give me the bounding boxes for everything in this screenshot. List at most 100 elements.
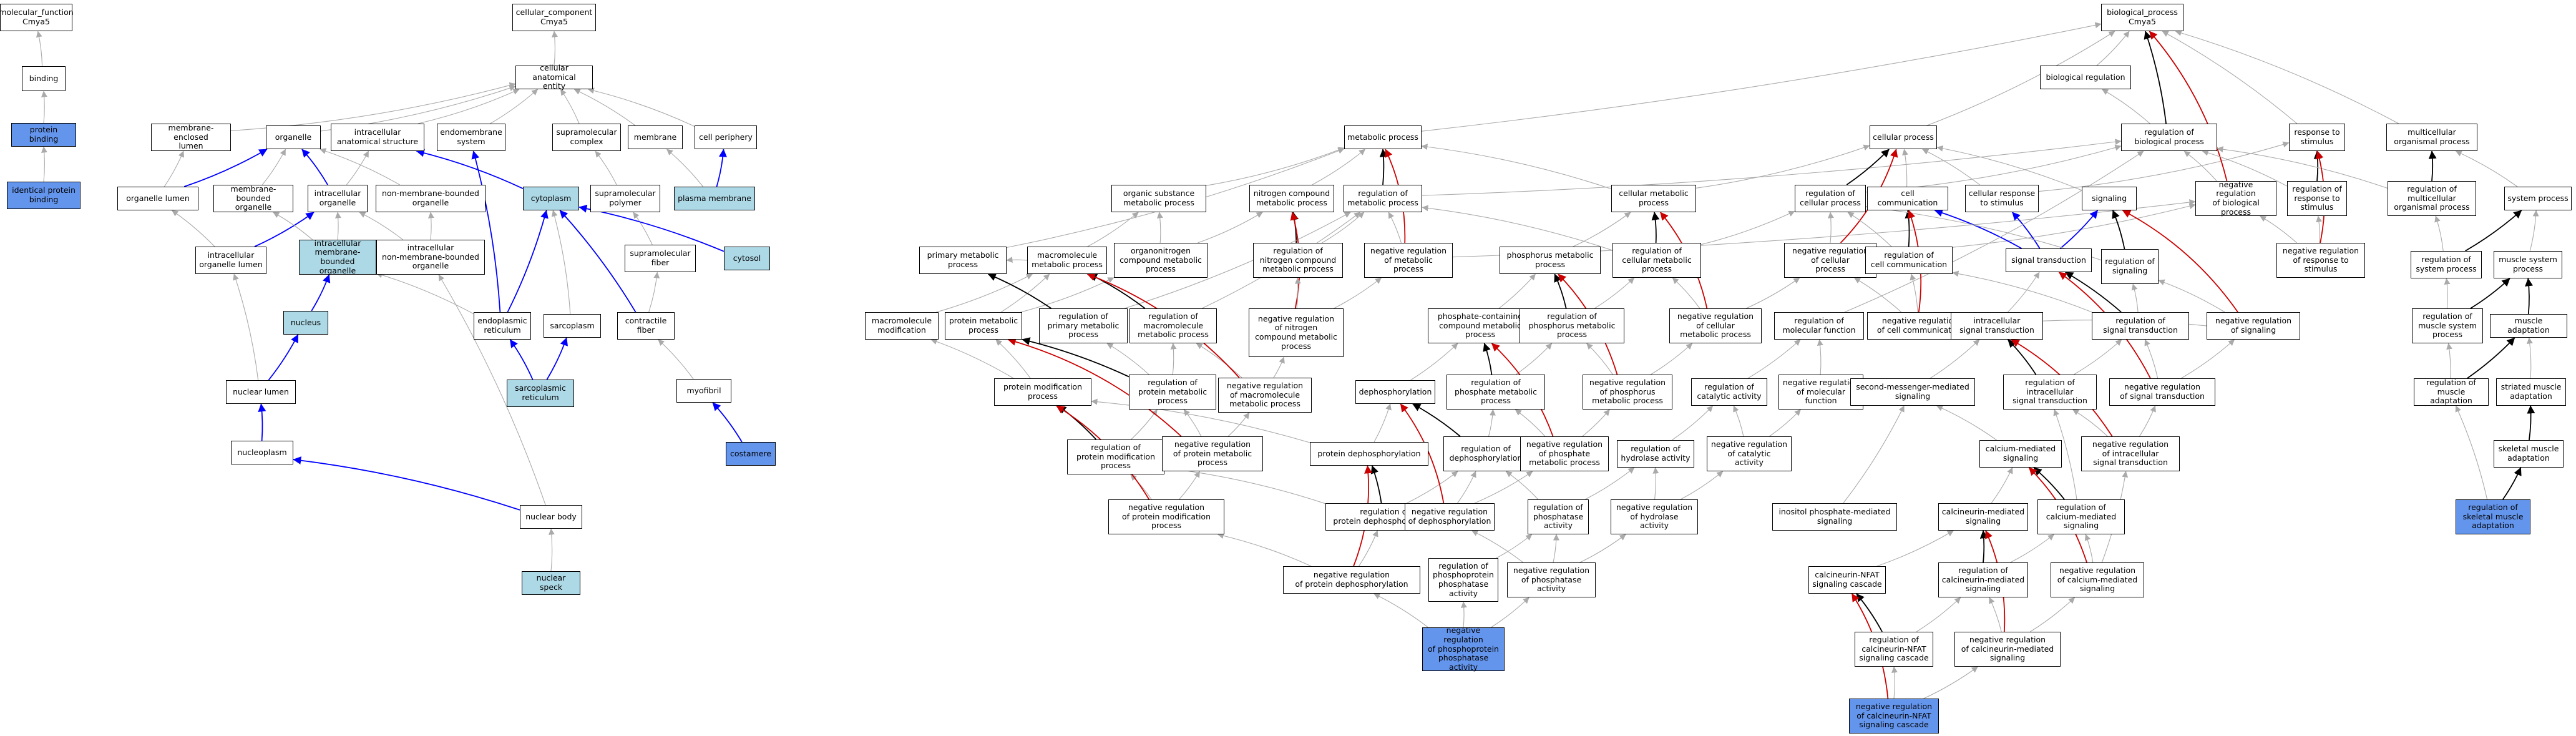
- term-node-negreghydro[interactable]: negative regulation of hydrolase activit…: [1611, 499, 1698, 534]
- term-node-negregsigtrans[interactable]: negative regulation of signal transducti…: [2109, 378, 2215, 406]
- term-node-negregphosmetab[interactable]: negative regulation of phosphorus metabo…: [1583, 375, 1672, 410]
- term-node-nucbody[interactable]: nuclear body: [520, 505, 582, 529]
- term-node-plasmamem[interactable]: plasma membrane: [674, 187, 755, 210]
- term-node-muscadapt[interactable]: muscle adaptation: [2490, 314, 2567, 338]
- term-node-nucleoplasm[interactable]: nucleoplasm: [231, 441, 293, 464]
- term-node-regmetab[interactable]: regulation of metabolic process: [1344, 185, 1422, 212]
- term-node-musclesys[interactable]: muscle system process: [2494, 251, 2562, 278]
- term-node-membencl[interactable]: membrane-enclosed lumen: [151, 123, 231, 151]
- term-node-bioreg[interactable]: biological regulation: [2040, 66, 2131, 89]
- term-node-negregresp[interactable]: negative regulation of response to stimu…: [2276, 243, 2365, 278]
- term-node-nuclumen[interactable]: nuclear lumen: [226, 380, 296, 404]
- term-node-calcinmed[interactable]: calcineurin-mediated signaling: [1938, 503, 2028, 531]
- term-node-macromol[interactable]: macromolecule metabolic process: [1027, 247, 1107, 274]
- term-node-nitro[interactable]: nitrogen compound metabolic process: [1249, 185, 1334, 212]
- term-node-intsigtrans[interactable]: intracellular signal transduction: [1951, 312, 2043, 340]
- term-node-orgsub[interactable]: organic substance metabolic process: [1111, 185, 1206, 212]
- term-node-sarcoplasm[interactable]: sarcoplasm: [544, 314, 601, 338]
- term-node-regmuscadapt[interactable]: regulation of muscle adaptation: [2414, 378, 2489, 406]
- term-node-regsig[interactable]: regulation of signaling: [2101, 249, 2159, 284]
- term-node-cellresp[interactable]: cellular response to stimulus: [1965, 185, 2039, 212]
- term-node-striated[interactable]: striated muscle adaptation: [2496, 378, 2566, 406]
- term-node-dephos[interactable]: dephosphorylation: [1355, 380, 1435, 404]
- term-node-nucspeck[interactable]: nuclear speck: [522, 571, 580, 595]
- term-node-bp[interactable]: biological_process Cmya5: [2101, 4, 2183, 31]
- term-node-primmetab[interactable]: primary metabolic process: [919, 247, 1007, 274]
- term-node-regcell[interactable]: regulation of cellular process: [1795, 185, 1866, 212]
- term-node-costamere[interactable]: costamere: [726, 442, 776, 466]
- term-node-regcalcnfat[interactable]: regulation of calcineurin-NFAT signaling…: [1855, 632, 1933, 667]
- term-node-regcalcinmed[interactable]: regulation of calcineurin-mediated signa…: [1938, 562, 2028, 597]
- term-node-metab[interactable]: metabolic process: [1344, 125, 1422, 149]
- term-node-calcmed[interactable]: calcium-mediated signaling: [1979, 440, 2062, 468]
- term-node-sigtrans[interactable]: signal transduction: [2006, 248, 2092, 272]
- term-node-negregprotmetab[interactable]: negative regulation of protein metabolic…: [1162, 436, 1263, 471]
- term-node-orglumen[interactable]: organelle lumen: [117, 187, 198, 210]
- term-node-cc[interactable]: cellular_component Cmya5: [512, 4, 596, 31]
- term-node-regcatal[interactable]: regulation of catalytic activity: [1691, 378, 1767, 406]
- term-node-regresp[interactable]: regulation of response to stimulus: [2287, 181, 2347, 216]
- term-node-intnonmemb[interactable]: intracellular non-membrane-bounded organ…: [376, 240, 485, 275]
- term-node-regprim[interactable]: regulation of primary metabolic process: [1039, 308, 1128, 343]
- term-node-negregmolfunc[interactable]: negative regulation of molecular functio…: [1778, 375, 1863, 410]
- term-node-negregdephos[interactable]: negative regulation of dephosphorylation: [1405, 503, 1495, 531]
- term-node-protmod[interactable]: protein modification process: [994, 378, 1091, 406]
- term-node-membrane[interactable]: membrane: [628, 125, 683, 149]
- term-node-resp[interactable]: response to stimulus: [2289, 124, 2345, 151]
- term-node-negregprotdephos[interactable]: negative regulation of protein dephospho…: [1283, 566, 1420, 594]
- term-node-binding[interactable]: binding: [22, 66, 66, 91]
- term-node-regcalcmed[interactable]: regulation of calcium-mediated signaling: [2037, 499, 2125, 534]
- term-node-negregcellmetab[interactable]: negative regulation of cellular metaboli…: [1669, 308, 1762, 343]
- term-node-negregprotmod[interactable]: negative regulation of protein modificat…: [1108, 499, 1224, 534]
- term-node-membbound[interactable]: membrane-bounded organelle: [213, 184, 293, 212]
- term-node-negregcell[interactable]: negative regulation of cellular process: [1784, 243, 1876, 278]
- term-node-regmacro[interactable]: regulation of macromolecule metabolic pr…: [1129, 308, 1217, 343]
- term-node-sysproc[interactable]: system process: [2504, 187, 2572, 210]
- term-node-cytoplasm[interactable]: cytoplasm: [523, 187, 579, 210]
- term-node-macromod[interactable]: macromolecule modification: [865, 312, 939, 340]
- term-node-secmess[interactable]: second-messenger-mediated signaling: [1850, 378, 1975, 406]
- term-node-mf[interactable]: molecular_function Cmya5: [0, 4, 74, 31]
- term-node-regphosprotphos[interactable]: regulation of phosphoprotein phosphatase…: [1428, 558, 1498, 602]
- term-node-regphosphatase[interactable]: regulation of phosphatase activity: [1528, 499, 1589, 534]
- term-node-cellproc[interactable]: cellular process: [1870, 125, 1937, 149]
- term-node-er[interactable]: endoplasmic reticulum: [474, 312, 531, 340]
- term-node-regcellcomm[interactable]: regulation of cell communication: [1865, 247, 1953, 274]
- term-node-identprot[interactable]: identical protein binding: [7, 182, 80, 209]
- term-node-regprotmetab[interactable]: regulation of protein metabolic process: [1129, 375, 1216, 410]
- term-node-regsys[interactable]: regulation of system process: [2411, 251, 2482, 278]
- term-node-protmetab[interactable]: protein metabolic process: [945, 312, 1022, 340]
- term-node-intorg[interactable]: intracellular organelle: [308, 185, 368, 212]
- term-node-skeletal[interactable]: skeletal muscle adaptation: [2494, 440, 2564, 468]
- term-node-phoscont[interactable]: phosphate-containing compound metabolic …: [1428, 308, 1533, 343]
- term-node-regphosphate[interactable]: regulation of phosphate metabolic proces…: [1447, 375, 1545, 410]
- term-node-negregnitro[interactable]: negative regulation of nitrogen compound…: [1249, 308, 1344, 357]
- term-node-intorglumen[interactable]: intracellular organelle lumen: [195, 247, 266, 274]
- term-node-negregcalcinmed[interactable]: negative regulation of calcineurin-media…: [1954, 632, 2061, 667]
- term-node-negregphosphatase[interactable]: negative regulation of phosphatase activ…: [1507, 562, 1596, 597]
- term-node-cellperiph[interactable]: cell periphery: [695, 125, 757, 149]
- term-node-regsigtrans[interactable]: regulation of signal transduction: [2092, 312, 2189, 340]
- term-node-negregcalcnfat[interactable]: negative regulation of calcineurin-NFAT …: [1849, 699, 1939, 734]
- term-node-cellmetab[interactable]: cellular metabolic process: [1611, 185, 1696, 212]
- term-node-regnitro[interactable]: regulation of nitrogen compound metaboli…: [1253, 243, 1343, 278]
- term-node-reghydro[interactable]: regulation of hydrolase activity: [1617, 440, 1694, 468]
- term-node-intanat[interactable]: intracellular anatomical structure: [331, 124, 424, 151]
- term-node-negregintsig[interactable]: negative regulation of intracellular sig…: [2081, 436, 2180, 471]
- term-node-regphosmetab[interactable]: regulation of phosphorus metabolic proce…: [1520, 308, 1624, 343]
- term-node-regmolfunc[interactable]: regulation of molecular function: [1774, 312, 1864, 340]
- term-node-regbio[interactable]: regulation of biological process: [2121, 124, 2217, 151]
- term-node-suprafiber[interactable]: supramolecular fiber: [625, 245, 696, 272]
- term-node-negregmetab[interactable]: negative regulation of metabolic process: [1364, 243, 1453, 278]
- term-node-phosmetab[interactable]: phosphorus metabolic process: [1500, 247, 1601, 274]
- term-node-organonitro[interactable]: organonitrogen compound metabolic proces…: [1114, 243, 1208, 278]
- term-node-multi[interactable]: multicellular organismal process: [2386, 124, 2477, 151]
- term-node-suprapoly[interactable]: supramolecular polymer: [590, 185, 660, 212]
- term-node-myofibril[interactable]: myofibril: [676, 379, 731, 403]
- term-node-negregmacro[interactable]: negative regulation of macromolecule met…: [1218, 378, 1312, 413]
- term-node-supracomp[interactable]: supramolecular complex: [552, 124, 621, 151]
- term-node-nucleus[interactable]: nucleus: [283, 311, 328, 335]
- term-node-contractile[interactable]: contractile fiber: [617, 312, 675, 340]
- term-node-endomem[interactable]: endomembrane system: [437, 124, 505, 151]
- term-node-regprotmod[interactable]: regulation of protein modification proce…: [1067, 439, 1164, 474]
